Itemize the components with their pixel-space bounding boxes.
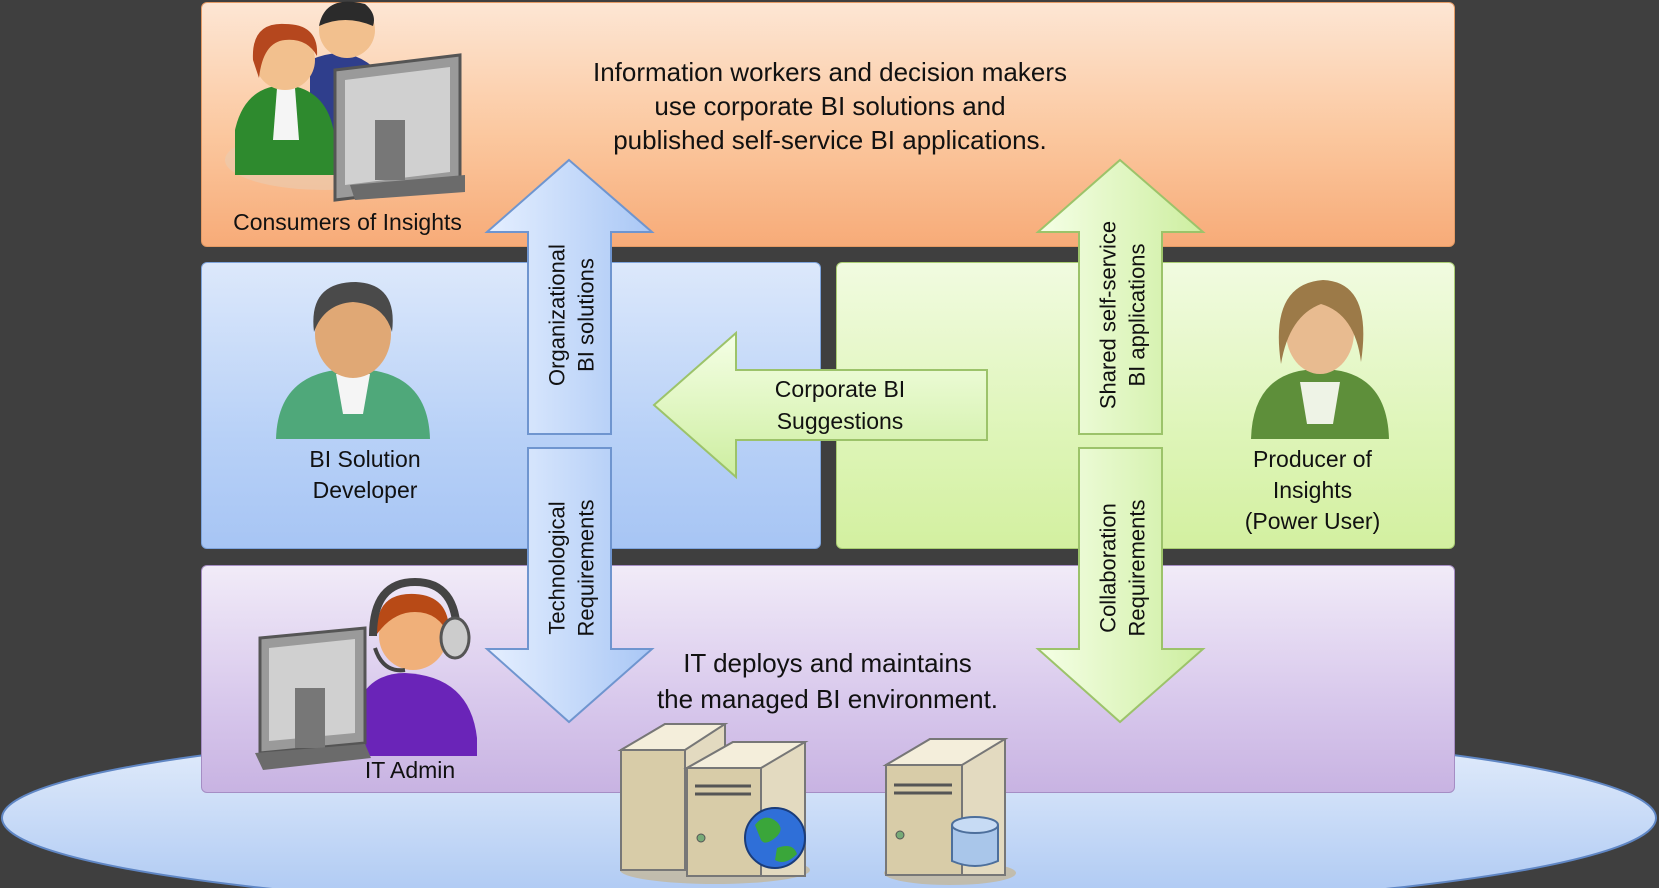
shared-apps-label: Shared self-service BI applications [1094, 221, 1151, 409]
consumers-description: Information workers and decision makers … [475, 55, 1185, 157]
arrow-label-line: Shared self-service [1095, 220, 1121, 410]
power-user-role-line: Insights [1272, 477, 1353, 503]
consumers-description-line: Information workers and decision makers [593, 57, 1067, 87]
consumers-description-line: published self-service BI applications. [613, 125, 1047, 155]
web-server-icon [617, 723, 810, 884]
arrow-label-line: Organizational [544, 244, 570, 386]
it-role-label: IT Admin [364, 757, 456, 783]
arrow-label-line: BI solutions [573, 258, 598, 372]
developer-role-line: Developer [312, 477, 418, 503]
power-user-role-line: Producer of [1253, 446, 1372, 472]
developer-person-icon [276, 282, 430, 439]
power-user-role-line: (Power User) [1244, 508, 1381, 534]
arrow-label-line: Technological [544, 501, 570, 635]
collab-requirements-label: Collaboration Requirements [1094, 500, 1151, 637]
corporate-suggestions-label: Corporate BI Suggestions [740, 373, 940, 437]
consumers-role-label: Consumers of Insights [233, 209, 462, 235]
database-server-icon [882, 738, 1016, 885]
developer-role-line: BI Solution [309, 446, 421, 472]
org-bi-solutions-label: Organizational BI solutions [543, 244, 600, 386]
tech-requirements-label: Technological Requirements [543, 500, 600, 637]
arrow-label-line: Requirements [573, 499, 598, 637]
arrow-label-line: Requirements [1124, 499, 1149, 637]
it-description-line: the managed BI environment. [656, 684, 999, 714]
it-admin-headset-icon [255, 578, 477, 770]
power-user-person-icon [1251, 280, 1389, 439]
consumers-people-icon [225, 1, 465, 202]
arrow-label-line: BI applications [1124, 243, 1149, 387]
arrow-label-line: Corporate BI [774, 376, 906, 402]
it-description-line: IT deploys and maintains [683, 648, 972, 678]
arrow-label-line: Collaboration [1095, 503, 1121, 633]
developer-role-label: BI Solution Developer [255, 444, 475, 506]
arrow-label-line: Suggestions [776, 408, 904, 434]
power-user-role-label: Producer of Insights (Power User) [1200, 444, 1425, 537]
consumers-description-line: use corporate BI solutions and [654, 91, 1006, 121]
it-description: IT deploys and maintains the managed BI … [600, 645, 1055, 717]
